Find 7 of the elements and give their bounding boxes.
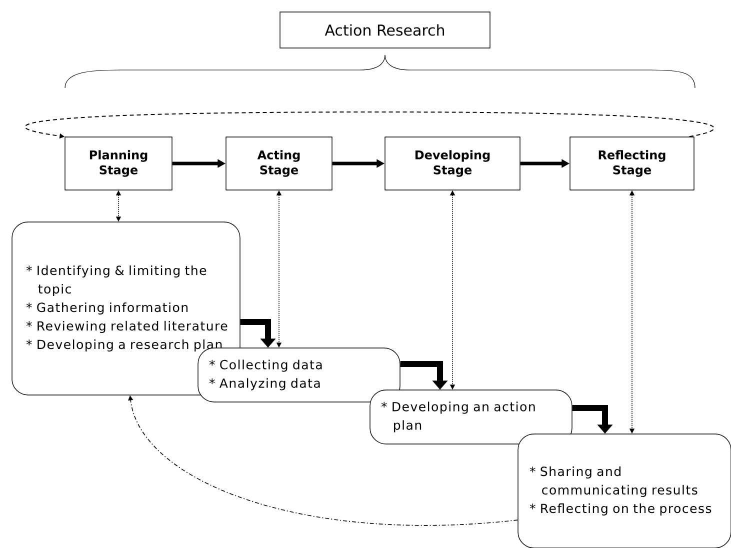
title-box: Action Research xyxy=(280,12,490,48)
stage-box: Acting Stage xyxy=(226,136,332,190)
stage-box: Developing Stage xyxy=(384,136,520,190)
stage-box: Reflecting Stage xyxy=(570,136,694,190)
task-list-box: * Developing an action plan xyxy=(370,390,572,444)
task-list-box: * Sharing and communicating results * Reflecting on the process xyxy=(518,434,731,548)
stage-box: Planning Stage xyxy=(64,136,172,190)
